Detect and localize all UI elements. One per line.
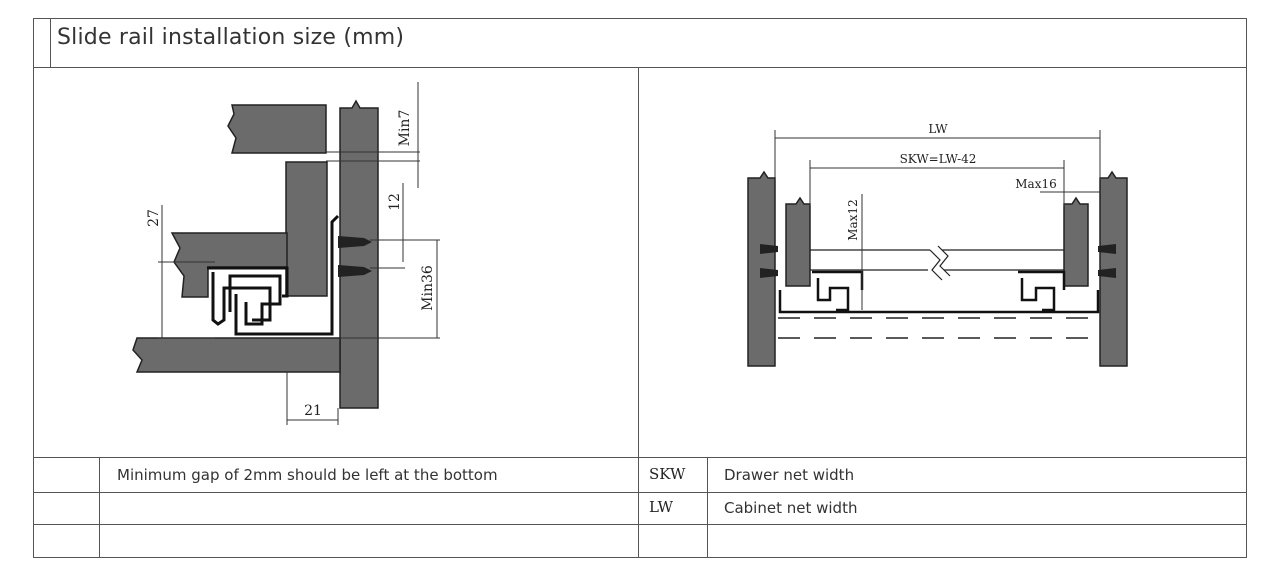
drawer-bottom [170,232,288,298]
cabinet-side-panel [339,99,379,409]
dimension-lines [158,82,440,425]
table-row-2-code: LW [649,498,674,516]
screws [338,236,372,277]
dimension-lines-right [774,130,1101,310]
dashed-lines [778,317,1100,339]
dim-min7-label: Min7 [397,110,413,147]
drawer-sides [785,196,1089,287]
table-row-1-desc: Drawer net width [724,466,855,484]
drawer-bottom-panel [810,245,1064,281]
dim-max16-label: Max16 [1015,177,1056,191]
dim-max12-label: Max12 [846,199,860,240]
dim-min36-label: Min36 [420,265,436,311]
rails [778,270,1100,314]
table-row-1-note: Minimum gap of 2mm should be left at the… [117,466,498,484]
table-row-1-code: SKW [649,465,686,483]
drawer-side [285,161,328,297]
page-title: Slide rail installation size (mm) [57,25,405,50]
table-row-2-desc: Cabinet net width [724,499,858,517]
dim-12-label: 12 [387,193,403,211]
dim-27-label: 27 [146,209,162,227]
slide-rail-profile [207,214,340,336]
dim-21-label: 21 [304,403,322,419]
dim-skw-label: SKW=LW-42 [900,152,977,166]
top-panel [227,104,327,154]
dim-lw-label: LW [928,122,948,136]
screws-right [760,244,1116,278]
